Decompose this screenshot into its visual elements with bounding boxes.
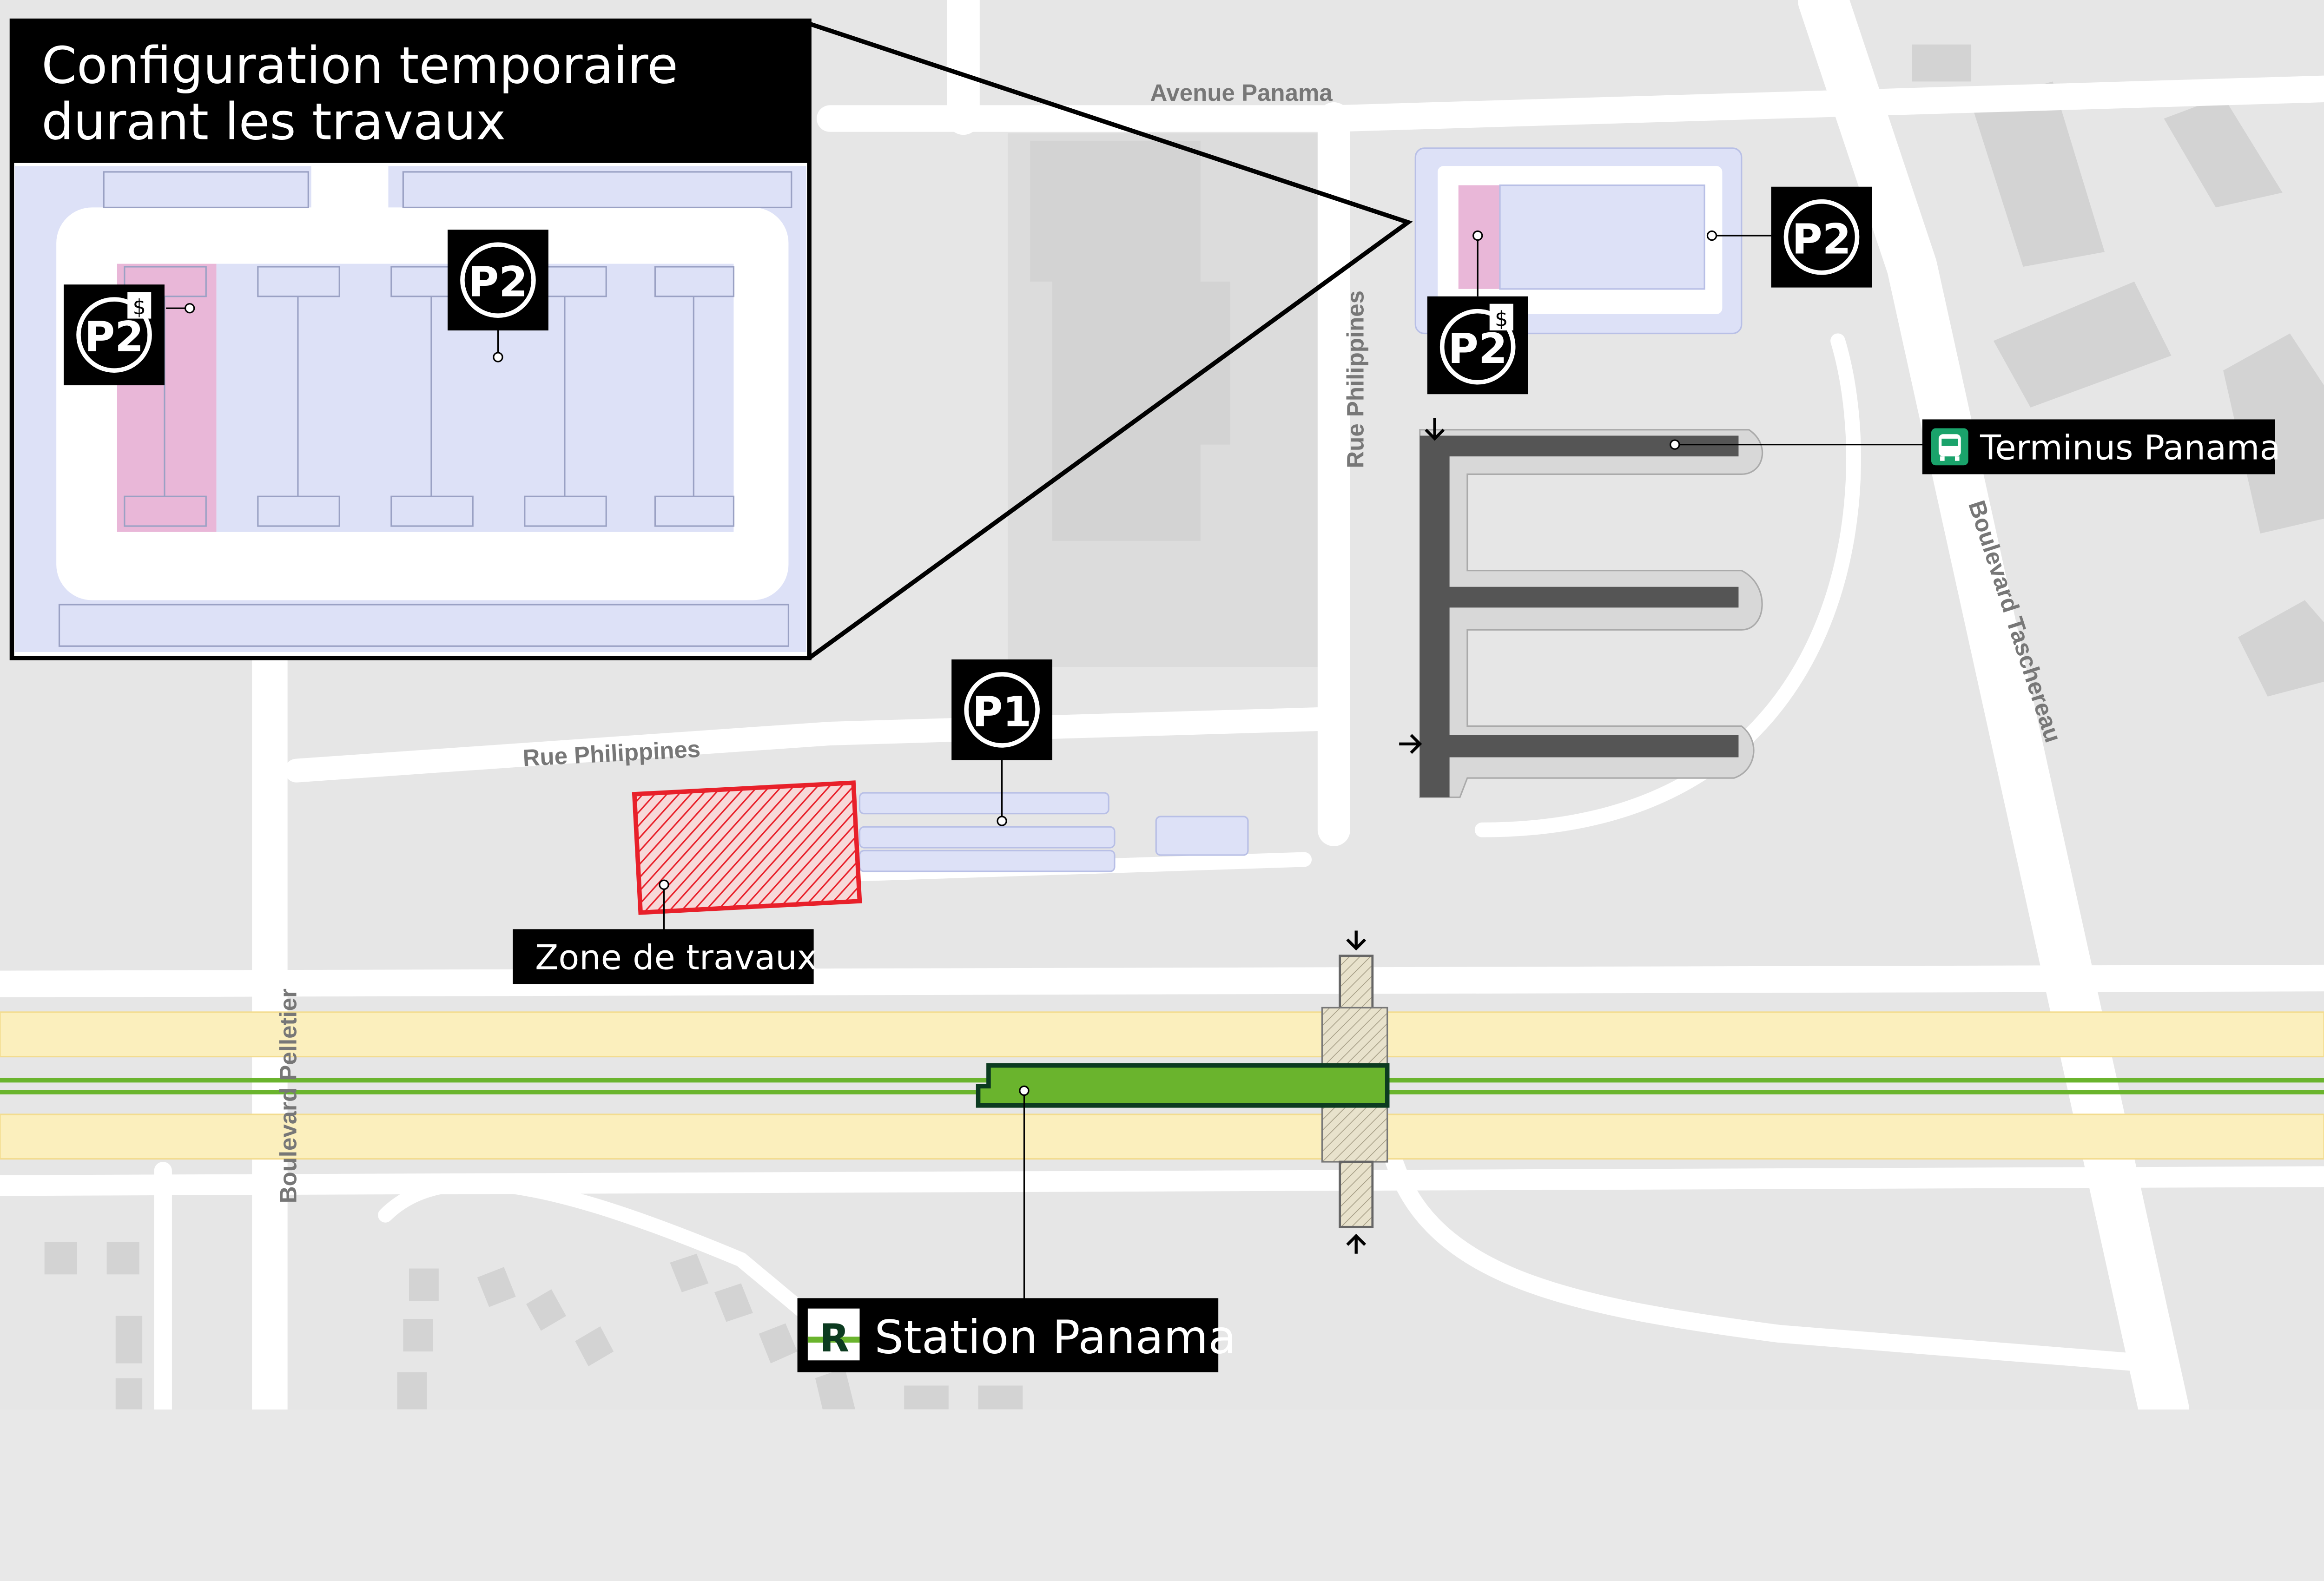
inset-title-line2: durant les travaux	[41, 92, 506, 152]
svg-text:$: $	[133, 295, 146, 319]
arrow-icon	[1346, 930, 1367, 951]
p1-badge[interactable]: P1	[951, 659, 1053, 760]
p1-parking-area	[858, 792, 1249, 872]
arrow-icon	[1425, 418, 1445, 441]
svg-text:Zone de travaux: Zone de travaux	[535, 938, 817, 977]
p2-paid-badge[interactable]: P2 $	[1427, 296, 1528, 395]
station-platform	[976, 1063, 1390, 1108]
svg-text:P2: P2	[469, 258, 528, 307]
svg-text:P2: P2	[1448, 325, 1507, 373]
street-label-avenue-panama: Avenue Panama	[1150, 79, 1333, 106]
bus-terminal	[1399, 418, 1763, 798]
arrow-icon	[1399, 734, 1422, 754]
map: Avenue Panama Rue Philippines Rue Philip…	[0, 0, 2324, 1410]
rem-logo-icon: R	[807, 1316, 860, 1361]
street-label-boulevard-pelletier: Boulevard Pelletier	[275, 988, 302, 1203]
bus-icon	[1938, 434, 1961, 461]
p2-parking-area	[1414, 147, 1743, 335]
work-zone-label: Zone de travaux	[513, 929, 817, 984]
svg-text:P2: P2	[1792, 215, 1851, 264]
svg-text:$: $	[1495, 307, 1508, 331]
svg-text:Station Panama: Station Panama	[874, 1311, 1236, 1364]
inset-p2-badge[interactable]: P2	[448, 230, 548, 331]
svg-text:R: R	[819, 1316, 849, 1361]
terminus-label[interactable]: Terminus Panama	[1922, 419, 2281, 474]
station-label[interactable]: R Station Panama	[797, 1298, 1236, 1372]
street-label-rue-philippines-vertical: Rue Philippines	[1342, 290, 1369, 468]
inset-panel: Configuration temporaire durant les trav…	[9, 18, 812, 660]
inset-p2-paid-badge[interactable]: P2 $	[64, 284, 165, 386]
svg-text:Terminus Panama: Terminus Panama	[1980, 428, 2280, 468]
rail-corridor	[0, 1011, 2324, 1160]
arrow-icon	[1346, 1233, 1367, 1254]
p2-badge[interactable]: P2	[1771, 186, 1872, 288]
svg-text:P2: P2	[85, 313, 144, 362]
svg-text:P1: P1	[972, 688, 1032, 736]
work-zone	[632, 780, 862, 915]
inset-title-line1: Configuration temporaire	[41, 36, 678, 95]
inset-callout-lines	[808, 21, 1413, 660]
